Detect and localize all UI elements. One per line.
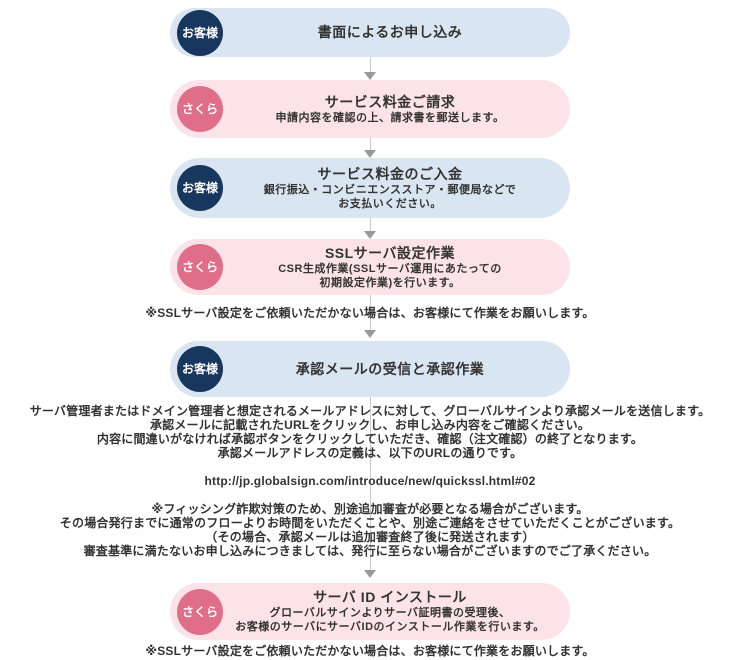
approval-detail-line: サーバ管理者またはドメイン管理者と想定されるメールアドレスに対して、グローバルサ… <box>29 404 711 418</box>
step-content: 承認メールの受信と承認作業 <box>218 341 562 397</box>
actor-label: さくら <box>181 102 218 116</box>
flow-arrow <box>0 138 740 158</box>
approval-url-text: http://jp.globalsign.com/introduce/new/q… <box>204 474 536 488</box>
arrow-down-icon <box>364 72 376 80</box>
step-title: サービス料金のご入金 <box>317 165 463 182</box>
step-title: 書面によるお申し込み <box>317 24 463 40</box>
phishing-notice-line: 審査基準に満たないお申し込みにつきましては、発行に至らない場合がございますのでご… <box>83 544 657 558</box>
flow-arrow <box>0 57 740 80</box>
actor-badge-sakura: さくら <box>177 588 223 635</box>
step-server-id-install: さくら サーバ ID インストール グローバルサインよりサーバ証明書の受理後、 … <box>170 583 570 640</box>
phishing-notice: ※フィッシング詐欺対策のため、別途追加審査が必要となる場合がございます。 その場… <box>0 502 740 558</box>
actor-badge-customer: お客様 <box>177 9 223 56</box>
approval-details: サーバ管理者またはドメイン管理者と想定されるメールアドレスに対して、グローバルサ… <box>0 404 740 460</box>
step-approval-mail: お客様 承認メールの受信と承認作業 <box>170 341 570 397</box>
arrow-line <box>369 138 371 150</box>
step-subtitle: 申請内容を確認の上、請求書を郵送します。 <box>275 111 505 124</box>
step-content: SSLサーバ設定作業 CSR生成作業(SSLサーバ運用にあたっての 初期設定作業… <box>218 239 562 295</box>
step-ssl-server-setup: さくら SSLサーバ設定作業 CSR生成作業(SSLサーバ運用にあたっての 初期… <box>170 239 570 295</box>
phishing-notice-line: （その場合、承認メールは追加審査終了後に発送されます） <box>205 530 535 544</box>
approval-detail-line: 承認メールアドレスの定義は、以下のURLの通りです。 <box>217 446 523 460</box>
step-title: サービス料金ご請求 <box>324 93 456 110</box>
actor-label: お客様 <box>181 181 218 195</box>
actor-label: さくら <box>181 604 218 619</box>
arrow-down-icon <box>364 150 376 158</box>
actor-badge-sakura: さくら <box>177 244 223 290</box>
step-title: サーバ ID インストール <box>313 589 467 605</box>
step-written-application: お客様 書面によるお申し込み <box>170 8 570 57</box>
step-title: 承認メールの受信と承認作業 <box>295 360 485 377</box>
arrow-line <box>369 218 371 231</box>
arrow-line <box>369 57 371 72</box>
arrow-down-icon <box>364 231 376 239</box>
actor-badge-sakura: さくら <box>177 86 223 132</box>
step-content: サーバ ID インストール グローバルサインよりサーバ証明書の受理後、 お客様の… <box>218 583 562 640</box>
step-subtitle: CSR生成作業(SSLサーバ運用にあたっての <box>278 262 502 275</box>
flow-arrow <box>0 397 740 578</box>
actor-badge-customer: お客様 <box>177 346 223 392</box>
arrow-line <box>369 295 371 330</box>
step-content: サービス料金ご請求 申請内容を確認の上、請求書を郵送します。 <box>218 80 562 138</box>
approval-detail-line: 承認メールに記載されたURLをクリックし、お申し込み内容をご確認ください。 <box>149 418 591 432</box>
actor-label: さくら <box>181 260 218 274</box>
actor-label: お客様 <box>181 25 218 40</box>
phishing-notice-line: ※フィッシング詐欺対策のため、別途追加審査が必要となる場合がございます。 <box>151 502 589 516</box>
flow-arrow <box>0 218 740 239</box>
phishing-notice-line: その場合発行までに通常のフローよりお時間をいただくことや、別途ご連絡をさせていた… <box>59 516 681 530</box>
step-subtitle: グローバルサインよりサーバ証明書の受理後、 <box>269 607 511 619</box>
step-subtitle: お支払いください。 <box>338 197 442 210</box>
flow-arrow <box>0 295 740 338</box>
step-fee-payment: お客様 サービス料金のご入金 銀行振込・コンビニエンスストア・郵便局などで お支… <box>170 158 570 218</box>
step-subtitle: 銀行振込・コンビニエンスストア・郵便局などで <box>263 183 517 196</box>
step-content: サービス料金のご入金 銀行振込・コンビニエンスストア・郵便局などで お支払いくだ… <box>218 158 562 218</box>
step-fee-invoice: さくら サービス料金ご請求 申請内容を確認の上、請求書を郵送します。 <box>170 80 570 138</box>
step-title: SSLサーバ設定作業 <box>324 244 456 261</box>
actor-badge-customer: お客様 <box>177 165 223 211</box>
actor-label: お客様 <box>181 362 218 376</box>
arrow-down-icon <box>364 330 376 338</box>
arrow-down-icon <box>364 570 376 578</box>
step-subtitle: 初期設定作業)を行います。 <box>319 276 461 289</box>
arrow-line <box>369 397 371 570</box>
approval-detail-line: 内容に間違いがなければ承認ボタンをクリックしていただき、確認（注文確認）の終了と… <box>96 432 644 446</box>
step-content: 書面によるお申し込み <box>218 8 562 57</box>
ssl-setup-note: ※SSLサーバ設定をご依頼いただかない場合は、お客様にて作業をお願いします。 <box>145 306 595 320</box>
ssl-setup-note: ※SSLサーバ設定をご依頼いただかない場合は、お客様にて作業をお願いします。 <box>145 644 595 658</box>
step-subtitle: お客様のサーバにサーバIDのインストール作業を行います。 <box>235 621 545 633</box>
